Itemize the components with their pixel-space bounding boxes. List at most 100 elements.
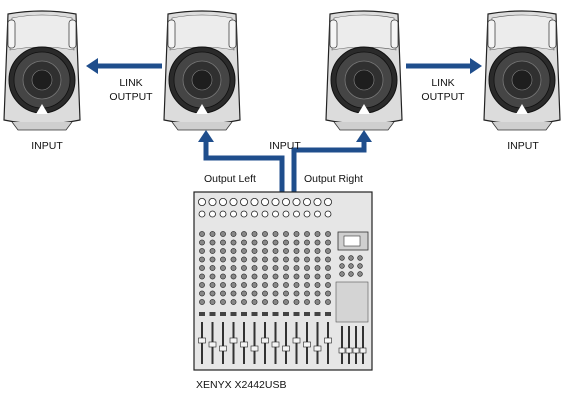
- channel-knob: [241, 282, 247, 288]
- channel-knob: [293, 273, 300, 280]
- channel-knob: [241, 256, 247, 263]
- channel-knob: [272, 290, 279, 297]
- channel-knob: [199, 265, 205, 271]
- channel-button: [199, 312, 205, 316]
- jack-input: [219, 210, 227, 218]
- channel-knob: [283, 299, 289, 305]
- channel-knob: [220, 273, 226, 280]
- master-fader-slot: [355, 326, 357, 364]
- channel-knob: [251, 290, 258, 297]
- channel-knob: [230, 299, 237, 305]
- channel-knob: [325, 273, 331, 280]
- channel-button: [241, 312, 247, 316]
- link-output-label-right: LINK OUTPUT: [416, 76, 470, 104]
- channel-knob: [304, 248, 310, 254]
- channel-knob: [199, 256, 205, 263]
- channel-button: [230, 312, 237, 316]
- master-knob: [339, 271, 345, 277]
- master-knob: [339, 263, 345, 269]
- channel-knob: [304, 273, 310, 280]
- channel-knob: [304, 290, 310, 297]
- channel-knob: [272, 299, 279, 305]
- channel-button: [314, 312, 321, 316]
- channel-knob: [272, 256, 279, 263]
- output-left-cable: [198, 130, 285, 192]
- channel-knob: [241, 290, 247, 297]
- speaker-far-right: [483, 10, 561, 131]
- channel-knob: [199, 299, 205, 305]
- jack-input: [303, 210, 311, 218]
- xlr-input: [250, 197, 259, 206]
- channel-knob: [209, 248, 216, 254]
- channel-knob: [220, 256, 226, 263]
- channel-knob: [325, 265, 331, 271]
- channel-knob: [262, 231, 268, 237]
- jack-input: [198, 210, 206, 218]
- channel-knob: [230, 282, 237, 288]
- channel-knob: [304, 299, 310, 305]
- channel-knob: [262, 265, 268, 271]
- output-right-cable: [291, 130, 372, 192]
- channel-knob: [209, 282, 216, 288]
- channel-knob: [293, 290, 300, 297]
- channel-knob: [325, 299, 331, 305]
- channel-knob: [220, 248, 226, 254]
- link-cable-left: [86, 58, 162, 74]
- channel-knob: [304, 231, 310, 237]
- channel-knob: [272, 273, 279, 280]
- jack-input: [261, 210, 269, 218]
- channel-knob: [283, 290, 289, 297]
- xlr-input: [229, 197, 238, 206]
- channel-button: [293, 312, 300, 316]
- fader-slot: [316, 322, 319, 364]
- channel-knob: [241, 239, 247, 246]
- master-knob: [348, 271, 354, 277]
- channel-knob: [293, 265, 300, 271]
- channel-knob: [293, 248, 300, 254]
- xlr-input: [281, 197, 290, 206]
- channel-knob: [230, 273, 237, 280]
- xlr-input: [239, 197, 248, 206]
- channel-knob: [230, 265, 237, 271]
- jack-input: [251, 210, 258, 218]
- channel-knob: [293, 256, 300, 263]
- channel-knob: [220, 290, 226, 297]
- xlr-input: [208, 197, 217, 206]
- channel-knob: [283, 256, 289, 263]
- channel-knob: [209, 299, 216, 305]
- channel-knob: [262, 273, 268, 280]
- channel-knob: [304, 282, 310, 288]
- channel-button: [272, 312, 279, 316]
- fader-cap: [271, 341, 280, 348]
- channel-knob: [283, 282, 289, 288]
- link-output-right-line2: OUTPUT: [421, 91, 465, 103]
- channel-knob: [325, 231, 331, 237]
- master-knob: [357, 271, 363, 277]
- fader-cap: [208, 341, 217, 348]
- output-left-label: Output Left: [204, 173, 256, 185]
- channel-knob: [325, 248, 331, 254]
- channel-knob: [241, 265, 247, 271]
- fader-cap: [240, 341, 248, 348]
- channel-knob: [241, 248, 247, 254]
- fader-cap: [292, 337, 301, 344]
- xlr-input: [292, 197, 301, 206]
- channel-knob: [314, 282, 321, 288]
- master-knob: [348, 255, 354, 261]
- channel-knob: [251, 282, 258, 288]
- channel-knob: [199, 231, 205, 237]
- xlr-input: [323, 197, 332, 206]
- fader-cap: [198, 337, 206, 344]
- jack-input: [230, 210, 237, 218]
- fader-cap: [250, 345, 259, 352]
- channel-knob: [314, 273, 321, 280]
- link-cable-right: [406, 58, 482, 74]
- channel-knob: [293, 239, 300, 246]
- channel-knob: [251, 231, 258, 237]
- channel-button: [209, 312, 216, 316]
- channel-knob: [293, 282, 300, 288]
- fader-cap: [229, 337, 238, 344]
- channel-knob: [314, 248, 321, 254]
- channel-knob: [272, 231, 279, 237]
- mixer: [193, 191, 373, 371]
